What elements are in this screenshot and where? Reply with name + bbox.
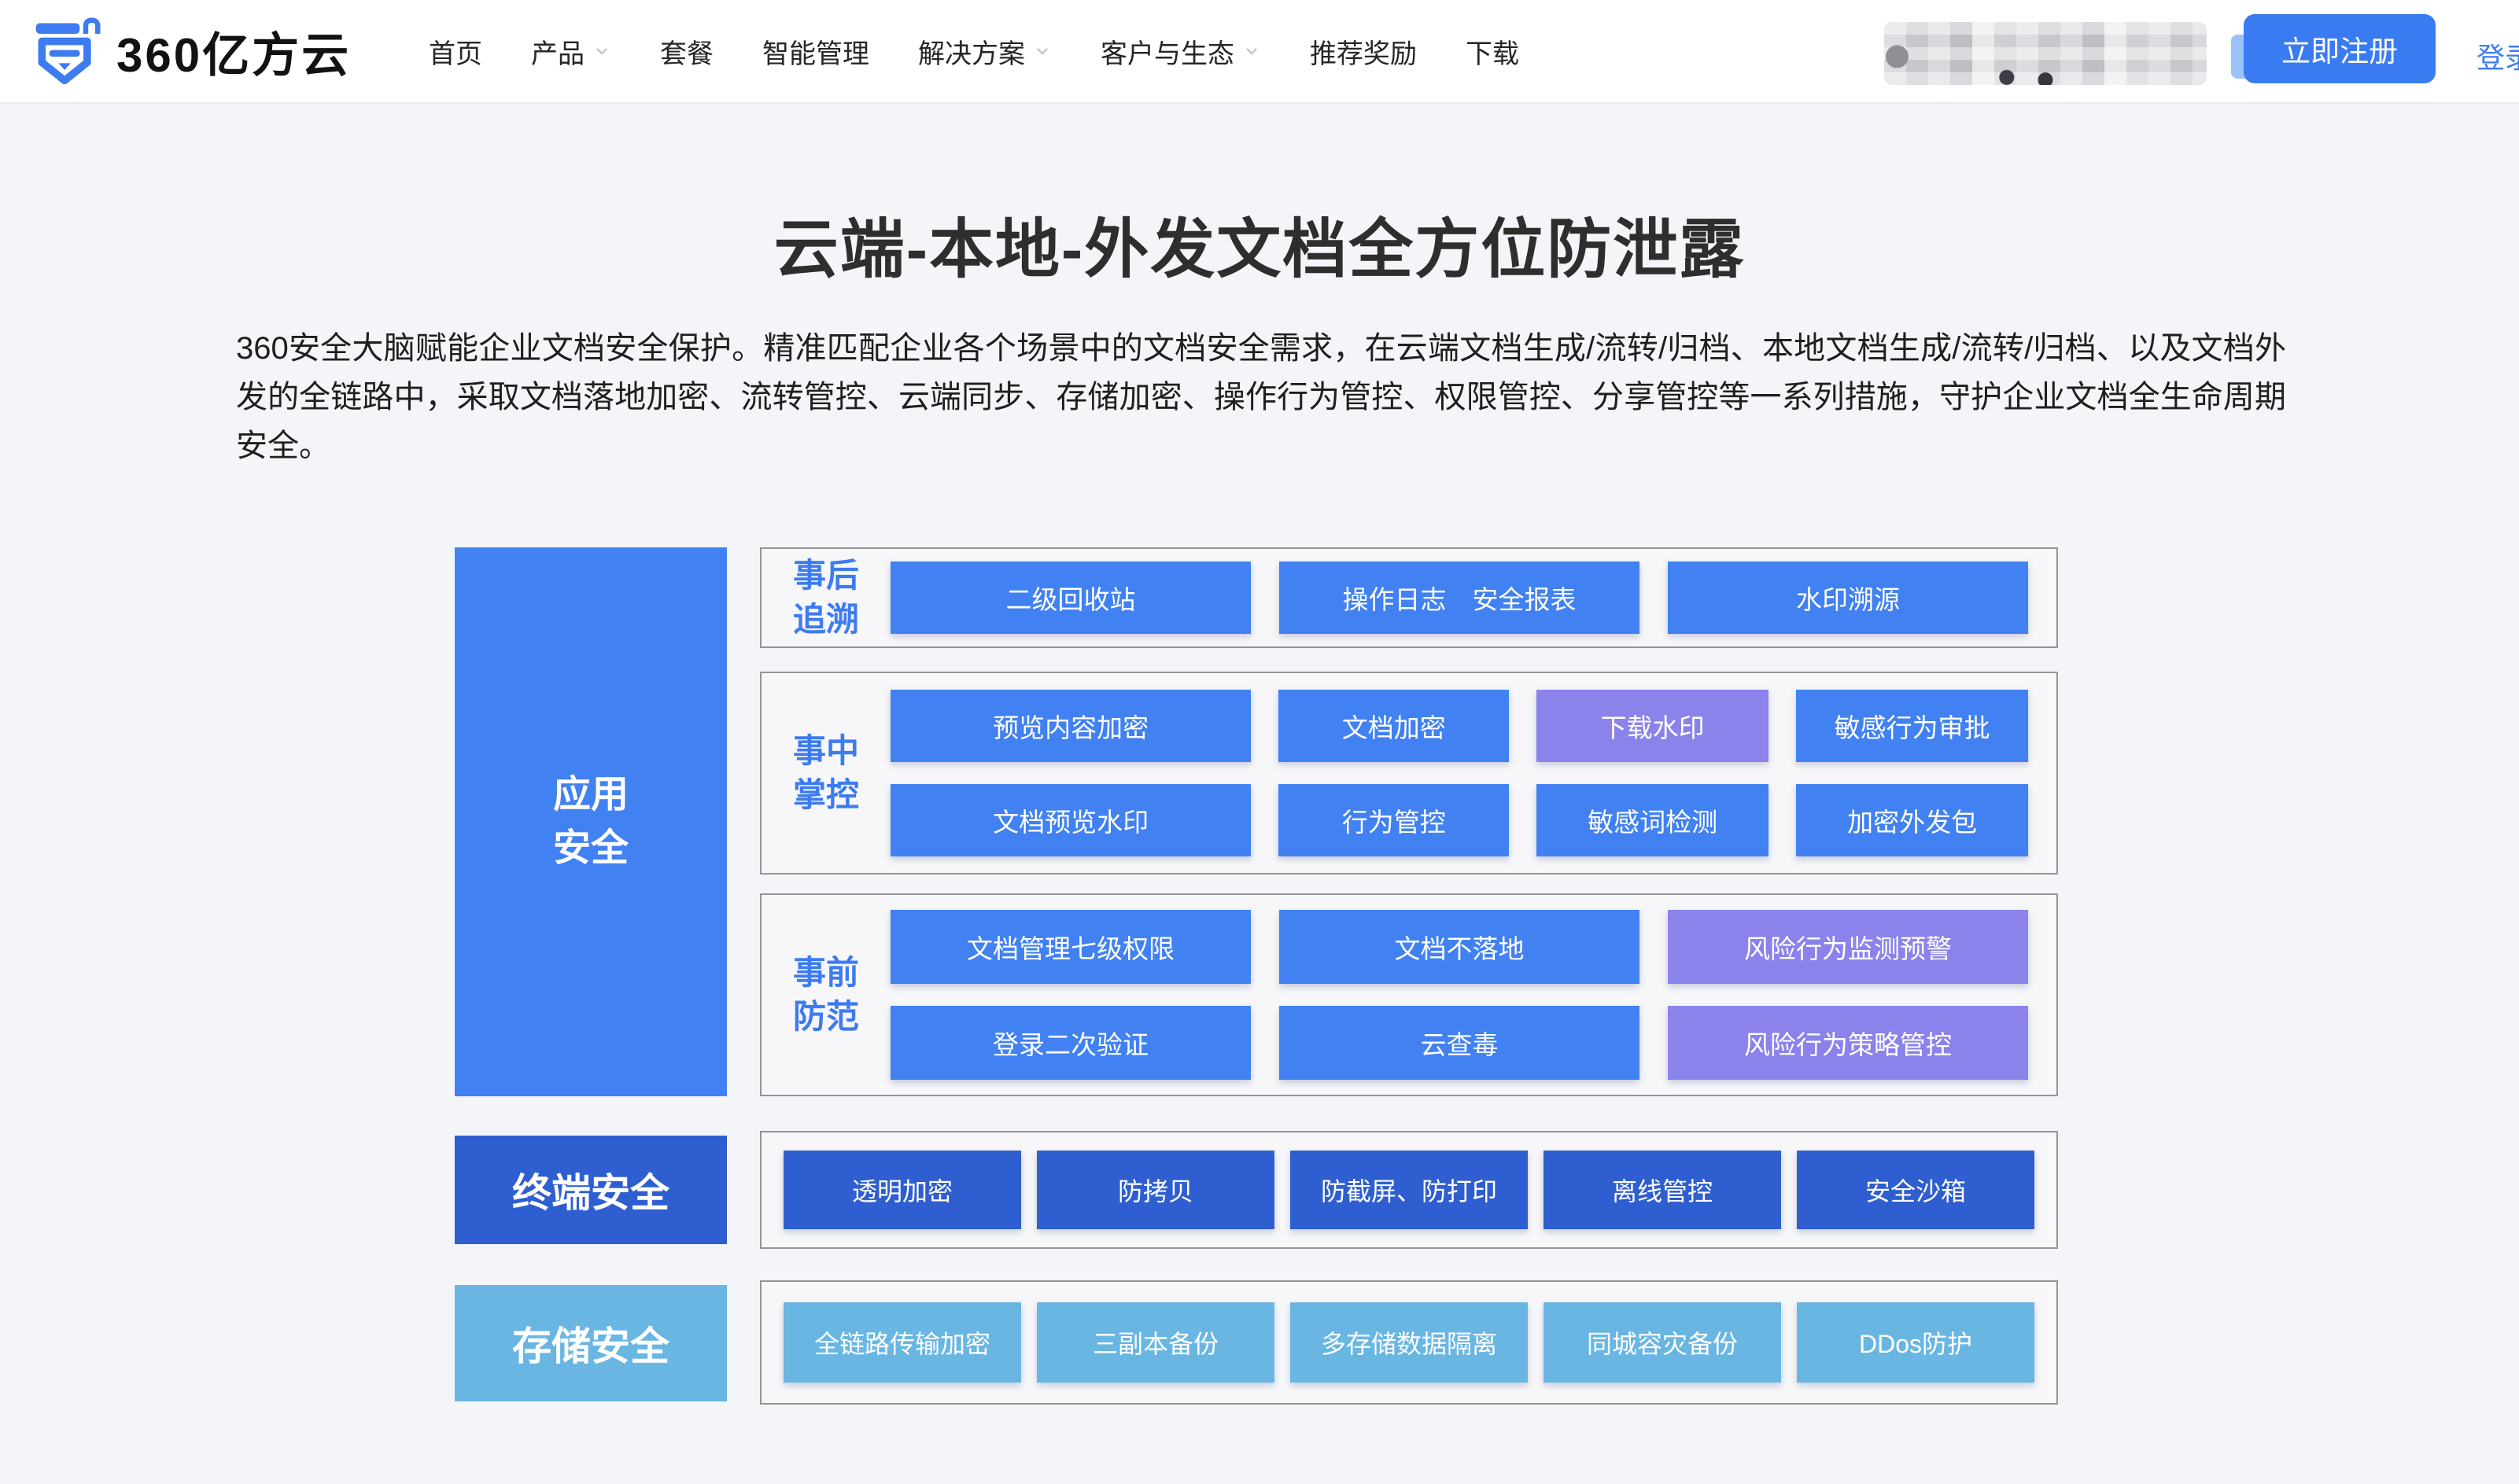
nav-item-plans[interactable]: 套餐 bbox=[660, 32, 714, 71]
group-pre-prevention: 事前 防范 文档管理七级权限 文档不落地 风险行为监测预警 登录二次验证 云查毒… bbox=[760, 893, 2058, 1096]
category-label: 终端安全 bbox=[512, 1171, 669, 1215]
group-terminal-security: 透明加密 防拷贝 防截屏、防打印 离线管控 安全沙箱 bbox=[760, 1131, 2058, 1249]
logo-icon bbox=[35, 17, 101, 85]
feature-button: 防截屏、防打印 bbox=[1290, 1151, 1528, 1229]
group-storage-security: 全链路传输加密 三副本备份 多存储数据隔离 同城容灾备份 DDos防护 bbox=[760, 1280, 2058, 1405]
nav-item-label: 首页 bbox=[429, 39, 482, 69]
feature-button: 敏感行为审批 bbox=[1796, 690, 2029, 762]
feature-button: 同城容灾备份 bbox=[1543, 1302, 1781, 1383]
feature-button: 操作日志 安全报表 bbox=[1279, 562, 1639, 634]
nav-item-home[interactable]: 首页 bbox=[429, 32, 482, 71]
login-link[interactable]: 登录 bbox=[2477, 42, 2519, 74]
feature-button: 文档不落地 bbox=[1279, 910, 1639, 984]
feature-button: 三副本备份 bbox=[1037, 1302, 1274, 1383]
group-label-line: 防范 bbox=[792, 998, 859, 1035]
group-label-line: 事后 bbox=[792, 557, 859, 594]
nav-item-referral-rewards[interactable]: 推荐奖励 bbox=[1310, 32, 1417, 71]
feature-button: 预览内容加密 bbox=[891, 690, 1252, 762]
nav-item-customers-ecosystem[interactable]: 客户与生态 bbox=[1101, 32, 1261, 71]
feature-button: 二级回收站 bbox=[891, 562, 1251, 634]
group-post-trace: 事后 追溯 二级回收站 操作日志 安全报表 水印溯源 bbox=[760, 547, 2058, 648]
nav-item-download[interactable]: 下载 bbox=[1466, 32, 1519, 71]
feature-button: 登录二次验证 bbox=[891, 1006, 1251, 1080]
nav-item-label: 下载 bbox=[1466, 39, 1519, 69]
category-storage-security: 存储安全 bbox=[455, 1285, 727, 1401]
group-label-line: 事中 bbox=[792, 732, 859, 769]
category-label-line: 应用 bbox=[552, 774, 629, 816]
nav-item-label: 套餐 bbox=[660, 39, 714, 69]
chevron-down-icon bbox=[1242, 42, 1261, 61]
nav-item-label: 解决方案 bbox=[918, 39, 1025, 69]
feature-button: 水印溯源 bbox=[1668, 562, 2028, 634]
hero-description: 360安全大脑赋能企业文档安全保护。精准匹配企业各个场景中的文档安全需求，在云端… bbox=[236, 331, 2286, 463]
feature-button: 行为管控 bbox=[1278, 784, 1510, 856]
nav-item-label: 产品 bbox=[531, 39, 585, 69]
feature-button: 安全沙箱 bbox=[1797, 1151, 2034, 1229]
feature-button: 多存储数据隔离 bbox=[1290, 1302, 1528, 1383]
nav-item-smart-management[interactable]: 智能管理 bbox=[762, 32, 869, 71]
feature-button: 下载水印 bbox=[1536, 690, 1769, 762]
nav-item-label: 推荐奖励 bbox=[1310, 39, 1417, 69]
feature-button: 透明加密 bbox=[784, 1151, 1021, 1229]
group-label-pre-prevention: 事前 防范 bbox=[762, 895, 891, 1095]
category-terminal-security: 终端安全 bbox=[455, 1136, 727, 1244]
category-label-line: 安全 bbox=[552, 827, 629, 869]
feature-button: 全链路传输加密 bbox=[784, 1302, 1021, 1383]
feature-button: 加密外发包 bbox=[1796, 784, 2029, 856]
group-label-in-process-control: 事中 掌控 bbox=[762, 673, 891, 873]
feature-button: 风险行为监测预警 bbox=[1668, 910, 2028, 984]
nav-item-label: 客户与生态 bbox=[1101, 39, 1234, 69]
category-label: 存储安全 bbox=[512, 1324, 669, 1368]
logo-text: 360亿方云 bbox=[116, 28, 352, 82]
top-nav: 360亿方云 首页 产品 套餐 智能管理 解决方案 客户与生态 推荐奖励 下载 … bbox=[0, 0, 2519, 104]
feature-button: 文档加密 bbox=[1278, 690, 1510, 762]
page-title: 云端-本地-外发文档全方位防泄露 bbox=[773, 214, 1746, 285]
group-label-line: 追溯 bbox=[792, 601, 859, 638]
nav-item-solutions[interactable]: 解决方案 bbox=[918, 32, 1052, 71]
feature-button: 云查毒 bbox=[1279, 1006, 1639, 1080]
feature-button: 防拷贝 bbox=[1037, 1151, 1274, 1229]
phone-number-redacted bbox=[1884, 22, 2207, 85]
chevron-down-icon bbox=[592, 42, 611, 61]
feature-button: 文档预览水印 bbox=[891, 784, 1252, 856]
feature-button: DDos防护 bbox=[1797, 1302, 2034, 1383]
category-app-security: 应用 安全 bbox=[455, 547, 727, 1096]
nav-item-products[interactable]: 产品 bbox=[531, 32, 611, 71]
feature-button: 风险行为策略管控 bbox=[1668, 1006, 2028, 1080]
group-in-process-control: 事中 掌控 预览内容加密 文档加密 下载水印 敏感行为审批 文档预览水印 行为管… bbox=[760, 672, 2058, 875]
group-label-line: 掌控 bbox=[792, 776, 859, 813]
chevron-down-icon bbox=[1033, 42, 1052, 61]
feature-button: 敏感词检测 bbox=[1536, 784, 1769, 856]
feature-button: 离线管控 bbox=[1543, 1151, 1781, 1229]
feature-button: 文档管理七级权限 bbox=[891, 910, 1251, 984]
group-label-post-trace: 事后 追溯 bbox=[762, 549, 891, 646]
nav-menu: 首页 产品 套餐 智能管理 解决方案 客户与生态 推荐奖励 下载 bbox=[429, 0, 1519, 102]
nav-item-label: 智能管理 bbox=[762, 39, 869, 69]
register-button[interactable]: 立即注册 bbox=[2244, 14, 2436, 83]
group-label-line: 事前 bbox=[792, 954, 859, 991]
logo[interactable]: 360亿方云 bbox=[30, 0, 351, 102]
